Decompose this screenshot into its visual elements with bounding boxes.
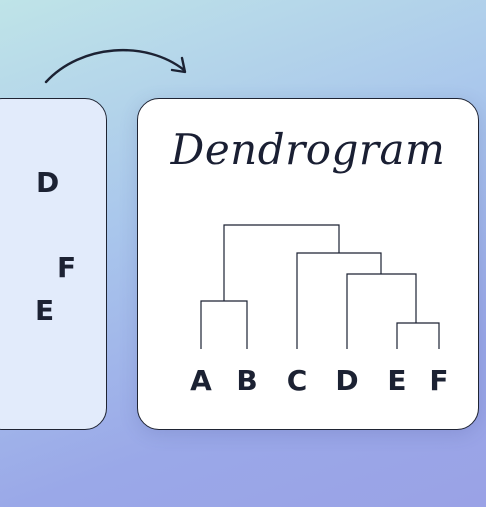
leaf-label-a: A xyxy=(190,364,212,397)
branch-d-ef xyxy=(346,273,417,349)
leaf-label-c: C xyxy=(287,364,308,397)
letter-d: D xyxy=(36,166,60,199)
leaf-label-f: F xyxy=(429,364,448,397)
unclustered-letters-card: D F E xyxy=(0,98,107,430)
leaf-label-d: D xyxy=(335,364,358,397)
leaf-label-e: E xyxy=(387,364,406,397)
branch-ef xyxy=(396,322,440,349)
letter-e: E xyxy=(35,294,55,327)
letter-f: F xyxy=(57,251,77,284)
leaf-label-b: B xyxy=(236,364,257,397)
branch-ab xyxy=(200,300,248,349)
dendrogram-card: Dendrogram A B C D E F xyxy=(137,98,479,430)
dendrogram-tree: A B C D E F xyxy=(190,224,449,397)
branch-root xyxy=(223,224,340,301)
curved-arrow-icon xyxy=(44,48,187,84)
branch-c-def xyxy=(296,252,382,349)
dendrogram-title: Dendrogram xyxy=(170,125,446,174)
